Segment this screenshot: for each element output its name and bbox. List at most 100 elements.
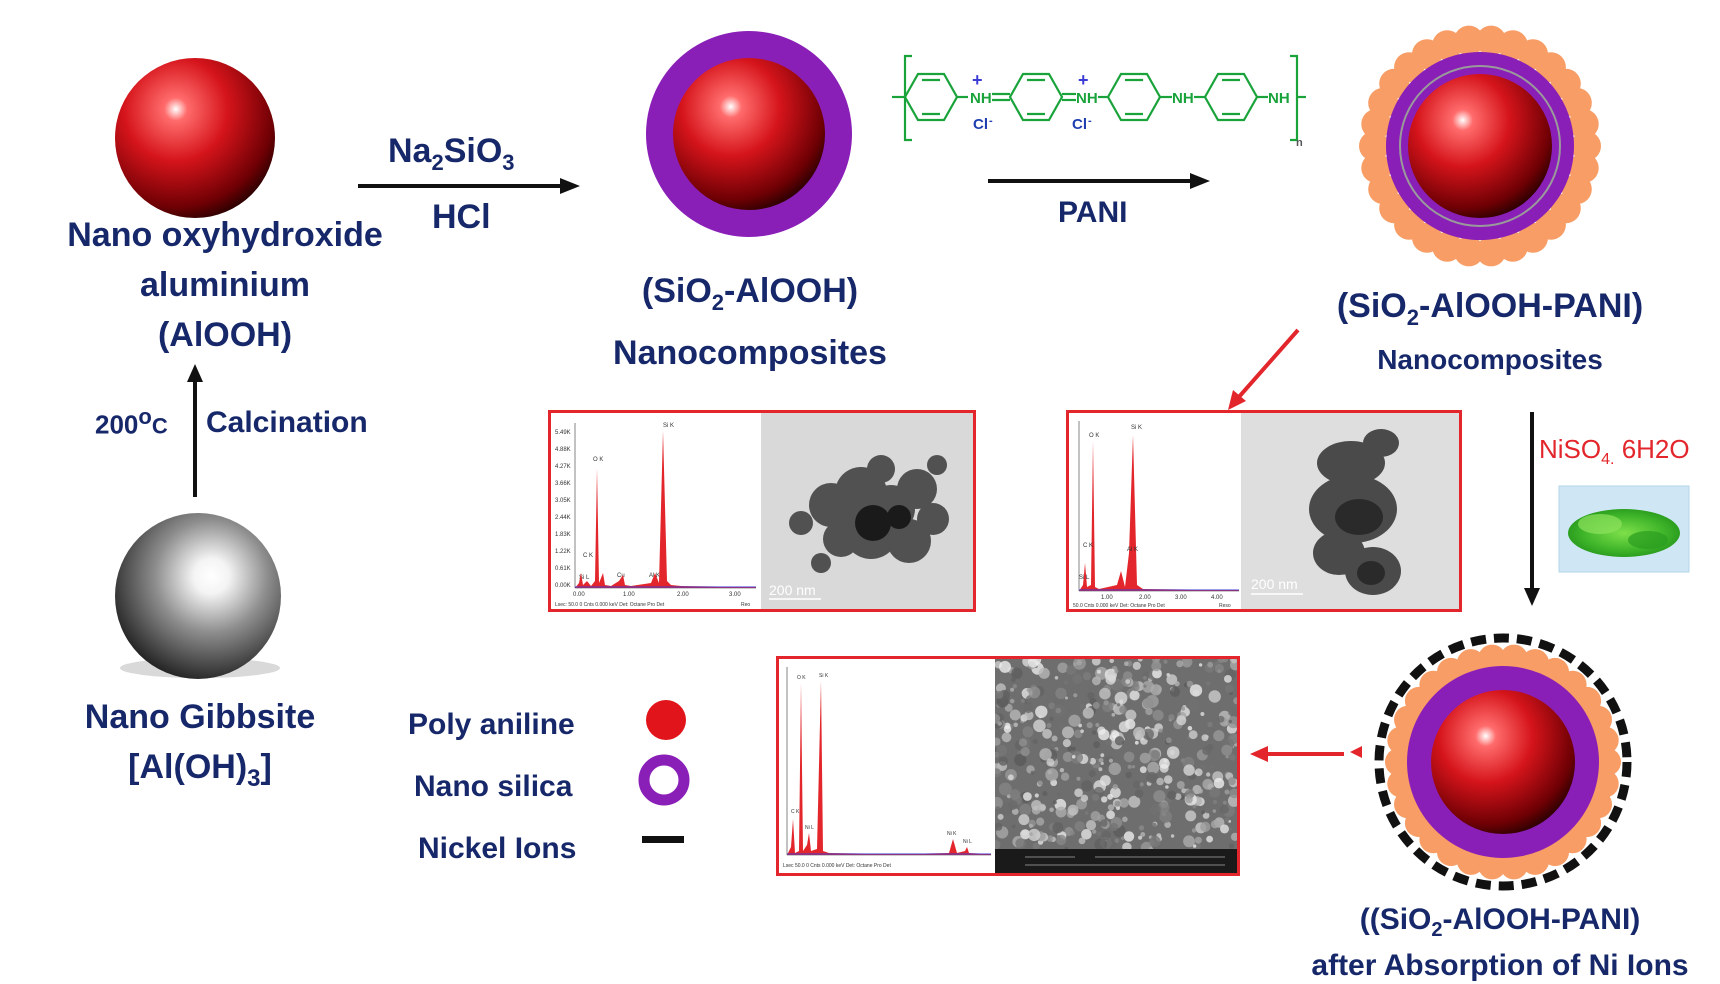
gibbsite-label-formula: [Al(OH)3] (55, 742, 345, 804)
svg-text:NH: NH (970, 90, 992, 107)
sem-grain (1220, 805, 1229, 814)
sem-grain (1163, 660, 1167, 664)
legend-purple-ring-icon (644, 760, 684, 800)
sem-grain (1087, 722, 1093, 728)
sem-grain (1105, 739, 1112, 746)
sem-grain (1185, 810, 1196, 821)
svg-text:2.00: 2.00 (1139, 595, 1151, 601)
sem-grain (1029, 824, 1033, 828)
sem-grain (1105, 674, 1115, 684)
sem-grain (1138, 836, 1142, 840)
sem-grain (1057, 792, 1061, 796)
sem-grain (1139, 825, 1144, 830)
sem-grain (1199, 663, 1202, 666)
sem-grain (1086, 820, 1096, 830)
svg-text:3.00: 3.00 (1175, 595, 1187, 601)
svg-text:1.00: 1.00 (623, 592, 635, 598)
sem-grain (1124, 831, 1134, 841)
sem-grain (1110, 823, 1118, 831)
sem-grain (1122, 817, 1128, 823)
sem-grain (1015, 838, 1025, 848)
sem-grain (1128, 765, 1132, 769)
sem-grain (998, 814, 1004, 820)
sem-grain (1177, 781, 1185, 789)
sem-grain (1093, 741, 1100, 748)
sem-grain (1151, 750, 1160, 759)
svg-text:0.00: 0.00 (573, 592, 585, 598)
svg-text:O K: O K (1089, 433, 1099, 439)
svg-text:Si L: Si L (1079, 575, 1090, 581)
sem-grain (1200, 822, 1210, 832)
sem-grain (1183, 764, 1194, 775)
sem-grain (1099, 758, 1104, 763)
sem-grain (1181, 758, 1185, 762)
calcination-arrow-icon (187, 364, 203, 497)
sem-grain (1064, 680, 1068, 684)
sem-grain (1170, 687, 1180, 697)
sem-grain (1190, 684, 1202, 696)
sem-grain (1167, 746, 1180, 759)
sem-grain (1092, 730, 1097, 735)
sem-grain (1010, 688, 1014, 692)
sem-grain (1213, 800, 1217, 804)
final-label-line1: ((SiO2-AlOOH-PANI) (1290, 902, 1710, 948)
sem-grain (1143, 676, 1147, 680)
sio2-alooh-pani-label-line1: (SiO2-AlOOH-PANI) (1300, 284, 1680, 340)
final-label-line2: after Absorption of Ni Ions (1290, 948, 1710, 984)
sem-grain (1189, 730, 1198, 739)
sem-grain (1156, 778, 1164, 786)
sem-grain (1022, 830, 1028, 836)
sem-grain (1164, 775, 1173, 784)
sem-grain (1140, 753, 1151, 764)
sem-grain (1225, 790, 1230, 795)
sem-grain (1087, 692, 1094, 699)
sem-grain (1117, 703, 1120, 706)
sem-grain (1211, 820, 1219, 828)
sem-grain (1159, 729, 1163, 733)
final-nickel-sphere-icon (1379, 638, 1627, 886)
legend-red-dot-icon (646, 700, 686, 740)
silica-arrow-icon (358, 178, 580, 194)
sem-grain (1049, 717, 1053, 721)
sem-grain (1181, 707, 1185, 711)
alooh-label-line1: Nano oxyhydroxide (40, 210, 410, 260)
sem-grain (1063, 739, 1071, 747)
svg-text:Reso: Reso (1219, 603, 1231, 609)
svg-text:Lsec 50.0 0 Cnts 0.000 keV Det: Lsec 50.0 0 Cnts 0.000 keV Det: Octane P… (783, 863, 891, 869)
svg-text:3.05K: 3.05K (555, 498, 571, 504)
sem-grain (1091, 811, 1101, 821)
sem-grain (1031, 771, 1035, 775)
sem-grain (995, 806, 1000, 811)
sem-grain (1092, 829, 1096, 833)
sem-grain (1183, 835, 1195, 847)
sem-grain (1055, 688, 1066, 699)
sem-grain (1018, 814, 1029, 825)
sem-grain (1213, 730, 1224, 741)
svg-text:3.00: 3.00 (729, 592, 741, 598)
sem-grain (1214, 778, 1225, 789)
svg-text:Ni L: Ni L (805, 825, 814, 831)
sem-grain (1198, 788, 1203, 793)
sem-grain (1036, 818, 1044, 826)
sem-grain (1206, 772, 1210, 776)
sem-grain (1229, 843, 1235, 849)
sem-grain (1021, 747, 1030, 756)
sem-grain (1145, 708, 1152, 715)
sem-grain (1108, 804, 1114, 810)
edx-panel-sio2-alooh: 5.49K 4.88K 4.27K 3.66K 3.05K 2.44K 1.83… (548, 410, 976, 612)
sem-grain (1052, 822, 1063, 833)
sem-grain (1185, 796, 1193, 804)
sem-grain (1002, 732, 1012, 742)
sem-grain (1035, 793, 1039, 797)
sem-grain (1143, 698, 1154, 709)
final-to-panel-arrow-icon (1250, 746, 1362, 762)
svg-text:+: + (972, 70, 983, 90)
sem-grain (1228, 777, 1236, 785)
sem-grain (1074, 788, 1083, 797)
sem-grain (1073, 693, 1077, 697)
sem-grain (1093, 680, 1099, 686)
sem-grain (1107, 794, 1113, 800)
sem-grain (1201, 810, 1205, 814)
svg-text:50.0 Cnts 0.000 keV Det: Octan: 50.0 Cnts 0.000 keV Det: Octane Pro Det (1073, 603, 1165, 609)
svg-text:Si K: Si K (1131, 425, 1142, 431)
